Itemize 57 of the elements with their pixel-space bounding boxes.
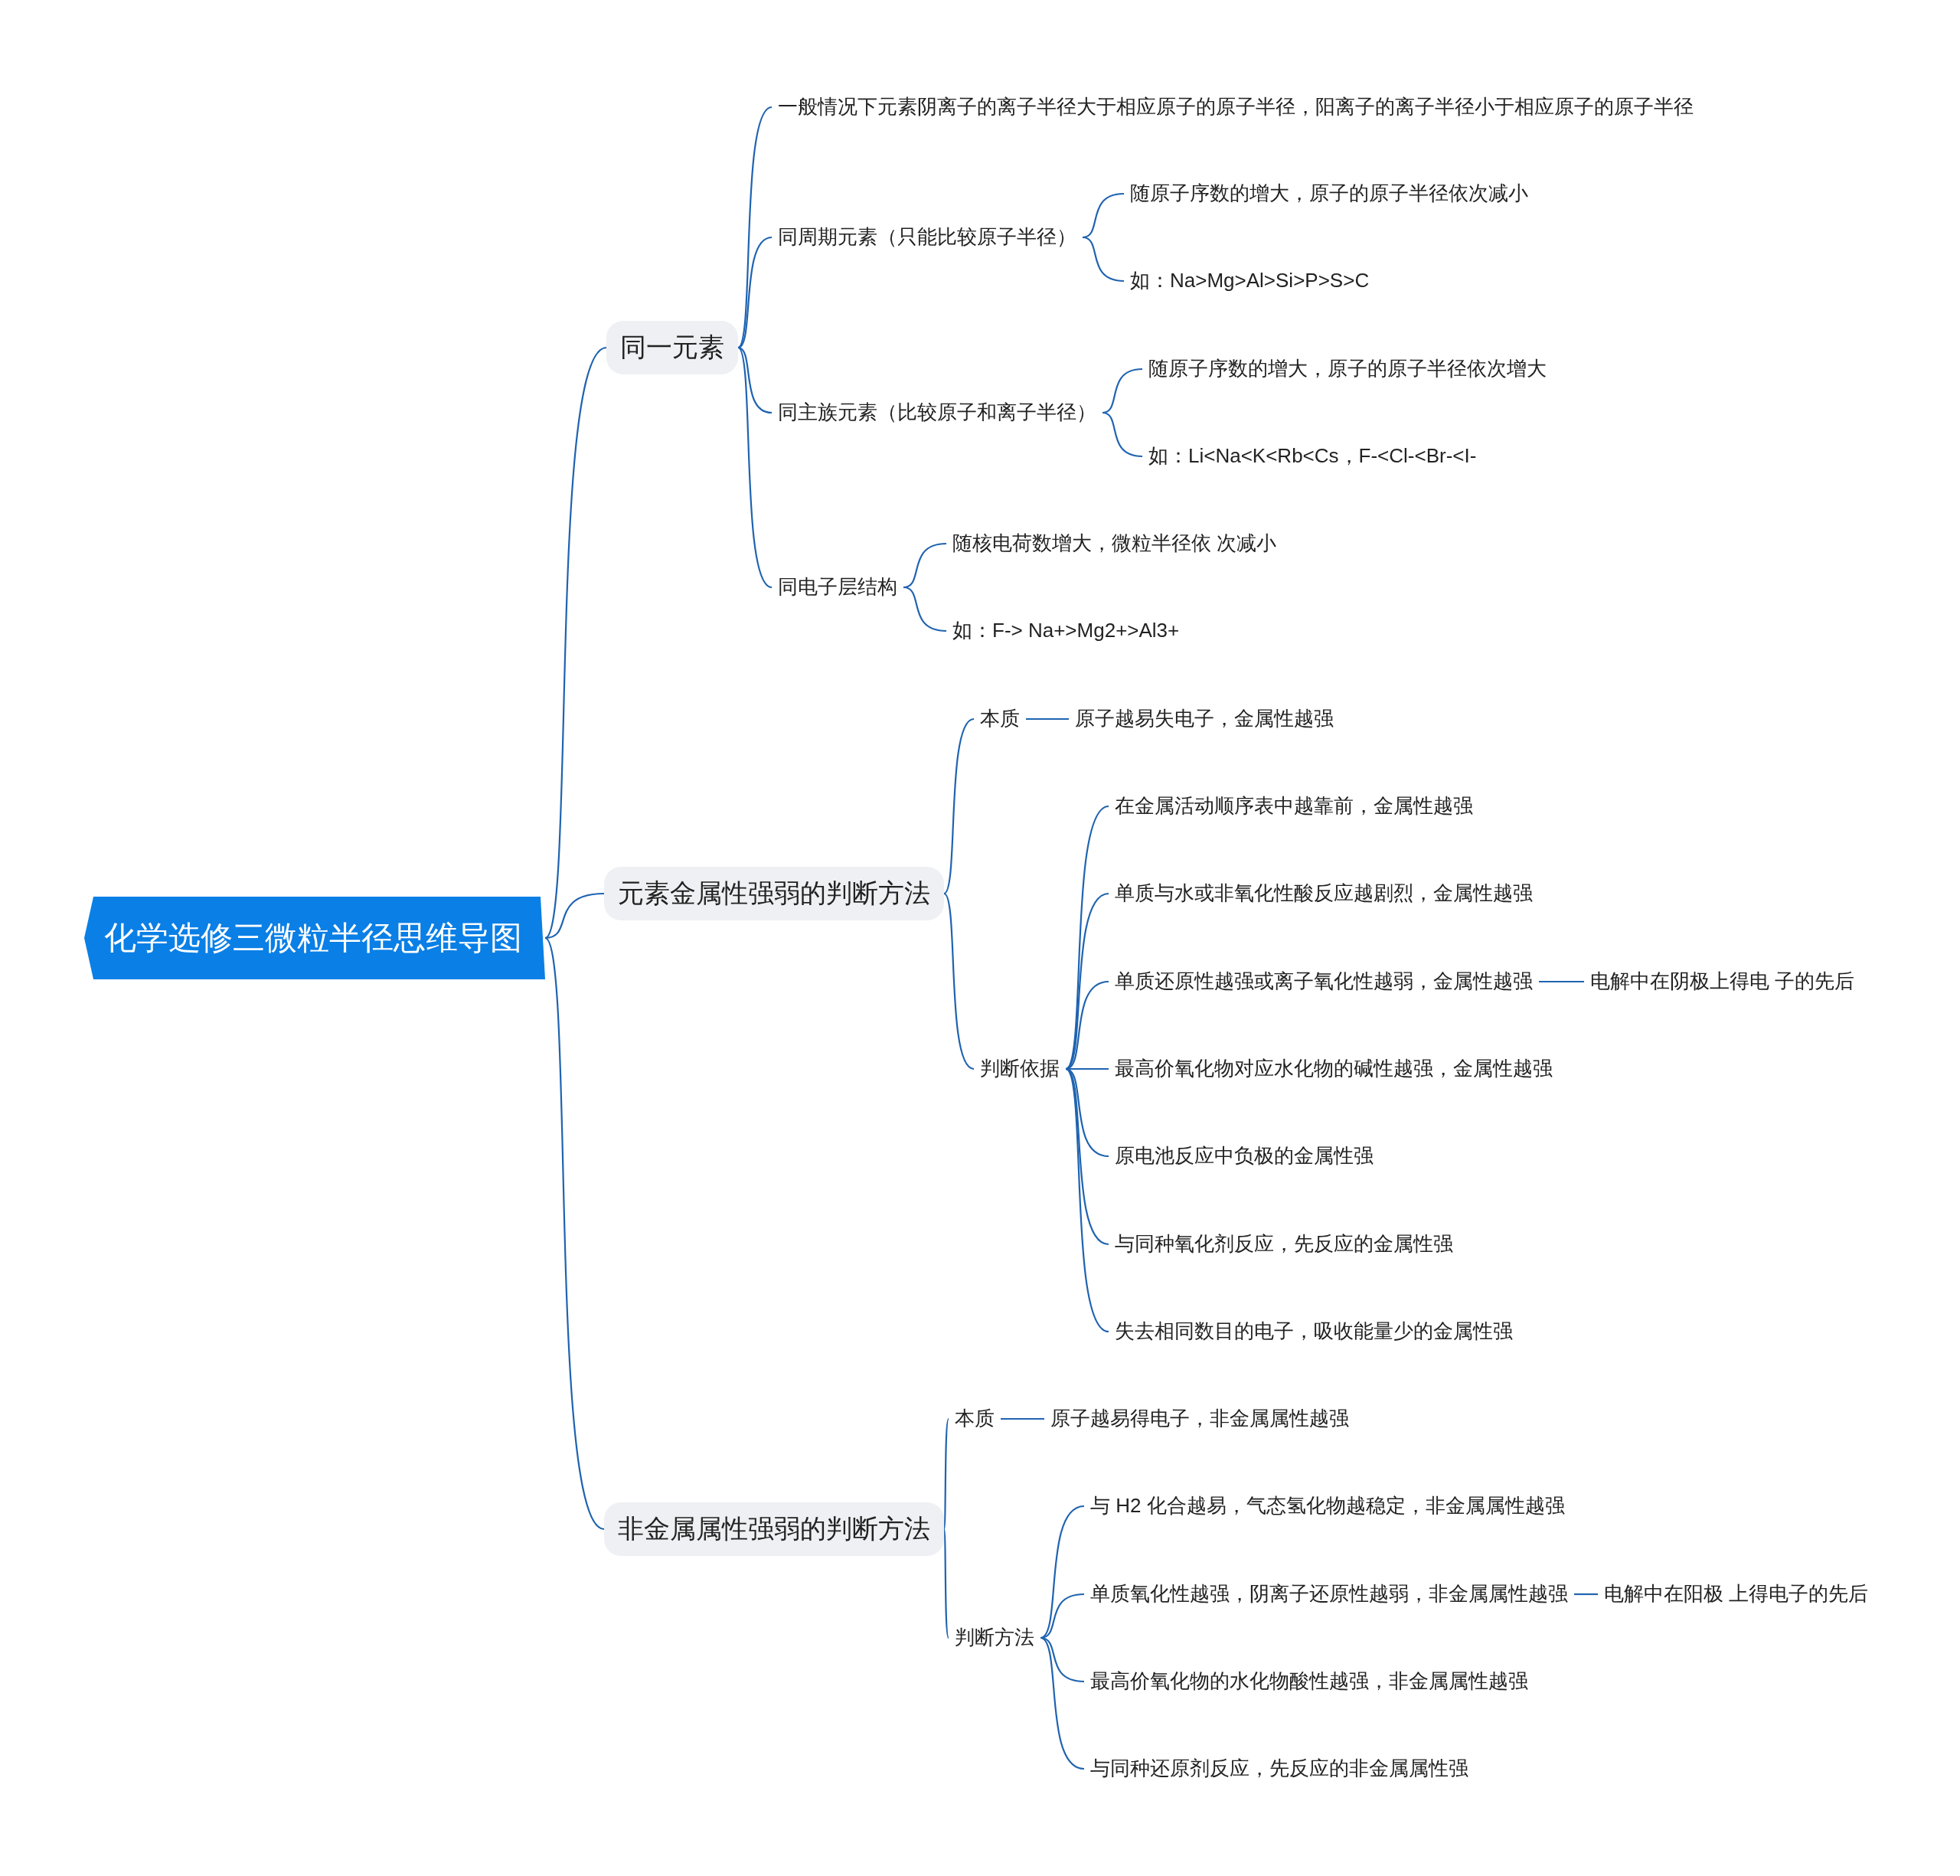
topic-label: 原子越易得电子，非金属属性越强 [1044, 1402, 1355, 1436]
connector-line [1065, 980, 1109, 1070]
topic-label: 与同种还原剂反应，先反应的非金属属性强 [1084, 1752, 1475, 1786]
connector-line [1065, 806, 1109, 1070]
topic-label: 如：F-> Na+>Mg2+>Al3+ [946, 614, 1186, 648]
branch-topic: 元素金属性强弱的判断方法 [604, 867, 944, 920]
connector-line [1040, 1505, 1085, 1639]
connector-line [1539, 980, 1584, 983]
connector-line [1040, 1637, 1085, 1770]
connector-line [737, 106, 773, 348]
branch-topic: 非金属属性强弱的判断方法 [604, 1502, 944, 1556]
connector-line [943, 893, 975, 1070]
connector-line [903, 586, 947, 632]
topic-label: 一般情况下元素阴离子的离子半径大于相应原子的原子半径，阳离子的离子半径小于相应原子的原子半径 [772, 90, 1700, 124]
topic-label: 原电池反应中负极的金属性强 [1109, 1139, 1380, 1173]
topic-label: 原子越易失电子，金属性越强 [1069, 702, 1340, 736]
connector-line [737, 236, 773, 348]
topic-label: 本质 [949, 1402, 1001, 1436]
topic-label: 电解中在阴极上得电 子的先后 [1584, 965, 1861, 998]
topic-label: 单质还原性越强或离子氧化性越弱，金属性越强 [1109, 965, 1539, 998]
connector-line [942, 1528, 949, 1639]
branch-topic: 同一元素 [606, 321, 738, 374]
connector-line [1574, 1593, 1598, 1596]
connector-line [1026, 717, 1069, 721]
connector-line [544, 892, 605, 940]
connector-line [544, 347, 607, 939]
connector-line [1102, 411, 1143, 458]
connector-line [1065, 1067, 1109, 1158]
topic-label: 电解中在阳极 上得电子的先后 [1598, 1577, 1875, 1611]
connector-line [1082, 236, 1125, 283]
connector-line [943, 718, 975, 894]
topic-label: 如：Li<Na<K<Rb<Cs，F-<Cl-<Br-<I- [1142, 440, 1483, 473]
central-topic: 化学选修三微粒半径思维导图 [84, 897, 545, 979]
topic-label: 失去相同数目的电子，吸收能量少的金属性强 [1109, 1315, 1519, 1348]
topic-label: 判断依据 [974, 1052, 1066, 1086]
topic-label: 同主族元素（比较原子和离子半径） [772, 396, 1102, 430]
topic-label: 与 H2 化合越易，气态氢化物越稳定，非金属属性越强 [1084, 1489, 1571, 1523]
topic-label: 随核电荷数增大，微粒半径依 次减小 [946, 527, 1283, 561]
topic-label: 与同种氧化剂反应，先反应的金属性强 [1109, 1227, 1459, 1261]
topic-label: 最高价氧化物的水化物酸性越强，非金属属性越强 [1084, 1665, 1534, 1698]
connector-line [1001, 1417, 1044, 1420]
topic-label: 随原子序数的增大，原子的原子半径依次增大 [1142, 352, 1553, 386]
topic-label: 同电子层结构 [772, 570, 903, 604]
connector-line [737, 347, 773, 588]
topic-label: 随原子序数的增大，原子的原子半径依次减小 [1124, 177, 1534, 211]
topic-label: 如：Na>Mg>Al>Si>P>S>C [1124, 264, 1376, 298]
connector-line [544, 937, 605, 1530]
connector-line [737, 346, 773, 414]
topic-label: 单质氧化性越强，阴离子还原性越弱，非金属属性越强 [1084, 1577, 1574, 1611]
connector-line [942, 1418, 949, 1530]
connector-line [1065, 1068, 1109, 1332]
topic-label: 最高价氧化物对应水化物的碱性越强，金属性越强 [1109, 1052, 1559, 1086]
topic-label: 单质与水或非氧化性酸反应越剧烈，金属性越强 [1109, 877, 1539, 910]
topic-label: 判断方法 [949, 1621, 1040, 1655]
topic-label: 同周期元素（只能比较原子半径） [772, 221, 1083, 254]
topic-label: 在金属活动顺序表中越靠前，金属性越强 [1109, 789, 1479, 823]
topic-label: 本质 [974, 702, 1026, 736]
